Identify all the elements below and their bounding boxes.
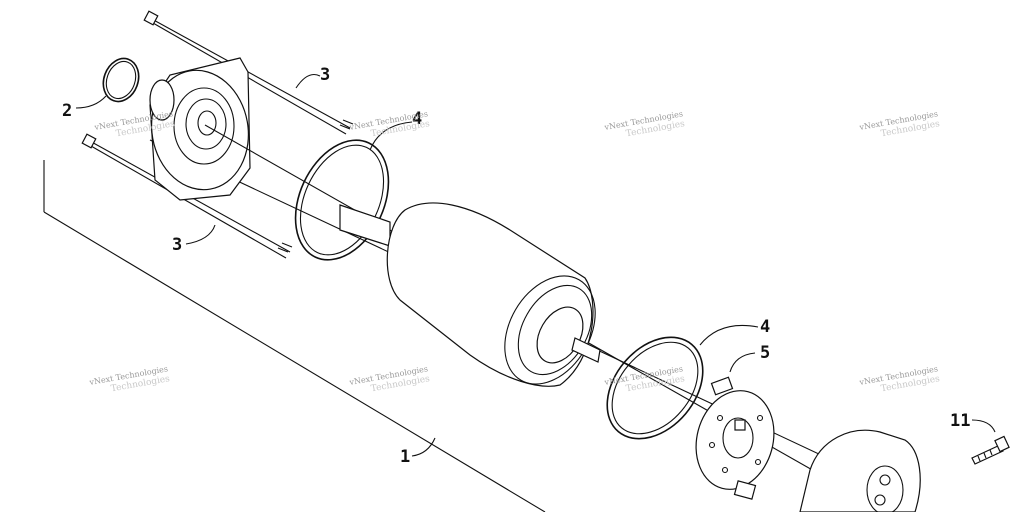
- bolt-icon: [971, 435, 1010, 465]
- callout-2: 2: [62, 101, 72, 121]
- callout-3-upper: 3: [320, 65, 330, 85]
- end-cover-icon: [149, 57, 251, 201]
- housing-icon: [799, 429, 921, 512]
- armature-icon: [339, 202, 601, 387]
- callout-4-lower: 4: [760, 317, 770, 337]
- o-ring-icon: [102, 57, 140, 103]
- callout-4-upper: 4: [412, 109, 422, 129]
- callout-labels: 1 2 3 3 4 4 5 11: [62, 65, 970, 467]
- callout-5: 5: [760, 343, 770, 363]
- o-ring-icon: [294, 139, 390, 261]
- leader-lines: [75, 73, 996, 457]
- o-ring-icon: [606, 336, 704, 440]
- callout-3-lower: 3: [172, 235, 182, 255]
- brush-plate-icon: [695, 376, 775, 500]
- callout-11: 11: [950, 411, 970, 431]
- callout-1: 1: [400, 447, 410, 467]
